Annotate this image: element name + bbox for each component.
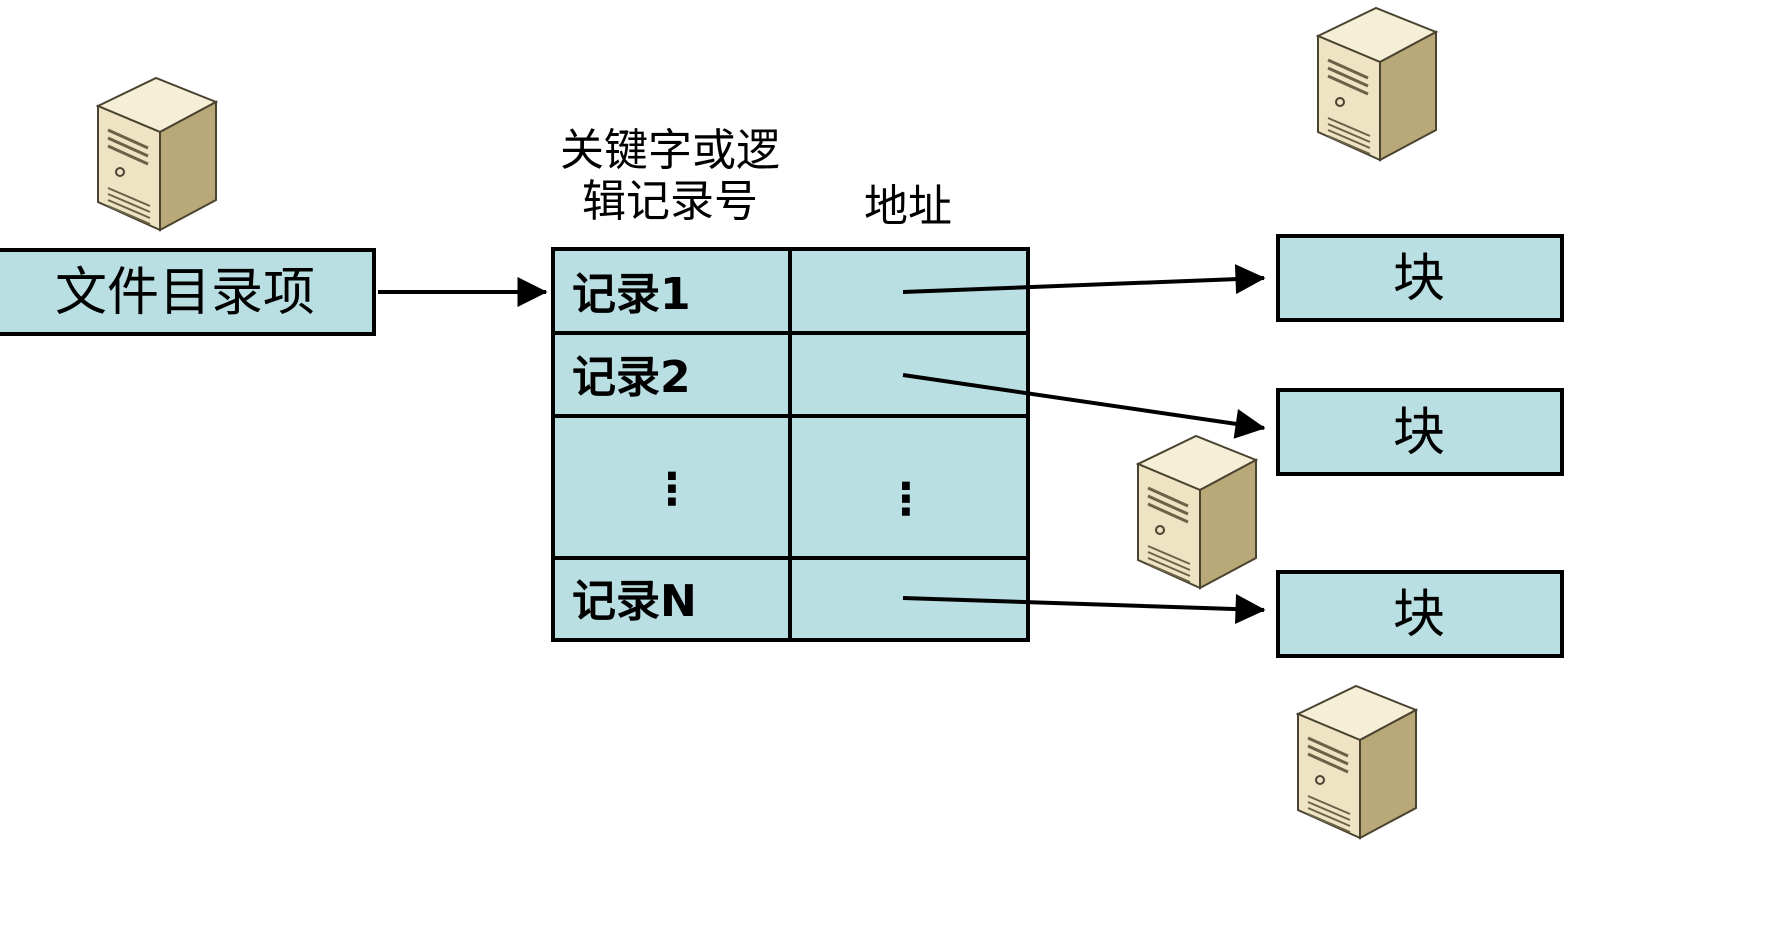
directory-entry-box: 文件目录项 <box>0 248 376 336</box>
address-arrow <box>902 264 1266 295</box>
server-icon <box>96 76 218 232</box>
server-icon <box>1296 684 1418 840</box>
table-row-record: 记录1 <box>572 269 691 320</box>
index-table: 记录1 记录2 ⋮ ⋮ 记录N <box>551 247 1030 642</box>
table-row-record: 记录2 <box>572 352 691 403</box>
table-header-key-line2: 辑记录号 <box>582 176 758 227</box>
server-icon <box>1136 434 1258 590</box>
block-label: 块 <box>1393 585 1445 645</box>
table-header-address: 地址 <box>864 181 952 232</box>
directory-entry-label: 文件目录项 <box>55 263 315 323</box>
block-label: 块 <box>1393 249 1445 309</box>
address-arrow <box>902 373 1266 439</box>
block-label: 块 <box>1393 403 1445 463</box>
address-arrow <box>902 594 1266 625</box>
table-header-key-line1: 关键字或逻 <box>560 125 780 176</box>
block-box: 块 <box>1276 388 1564 476</box>
table-row-ellipsis: ⋮ <box>884 474 928 525</box>
server-icon <box>1316 6 1438 162</box>
table-row-ellipsis: ⋮ <box>650 464 694 515</box>
table-row-record: 记录N <box>572 576 697 627</box>
block-box: 块 <box>1276 234 1564 322</box>
block-box: 块 <box>1276 570 1564 658</box>
